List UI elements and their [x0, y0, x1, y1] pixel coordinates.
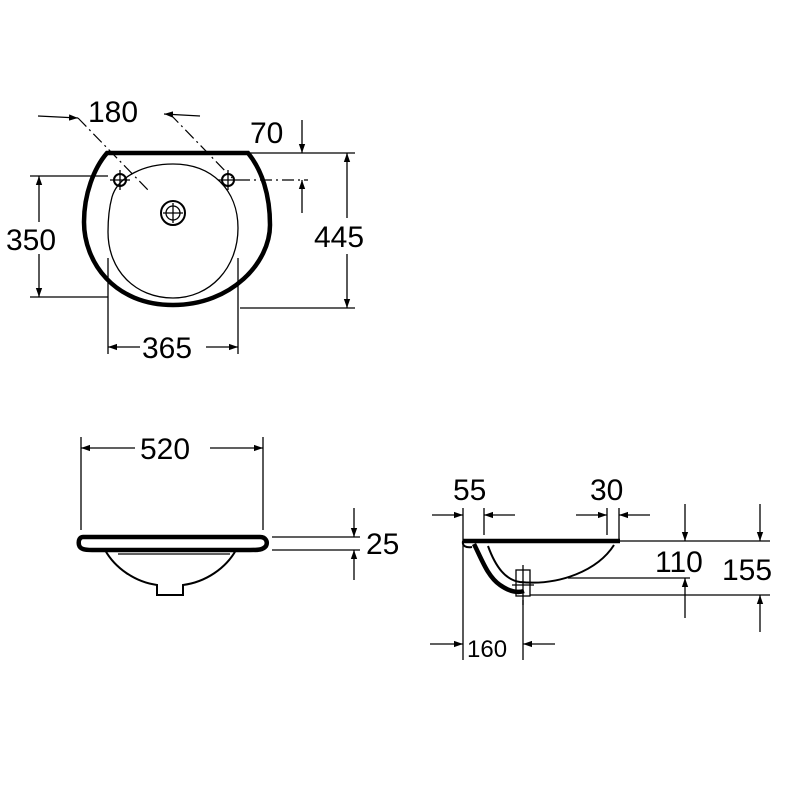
tap-hole-right — [218, 170, 238, 190]
bowl-inner-top — [107, 163, 239, 299]
basin-outline-top — [81, 150, 273, 308]
basin-rim-front — [76, 534, 269, 553]
centerline-left — [77, 117, 149, 191]
dim-bowl-height: 110 — [655, 546, 703, 579]
dim-overall-depth: 445 — [314, 221, 364, 254]
front-view: 520 25 — [76, 433, 399, 596]
dim-bowl-depth: 350 — [6, 224, 56, 257]
dim-tap-offset: 70 — [250, 117, 283, 150]
dim-tap-spacing: 180 — [88, 96, 138, 129]
dim-waste-offset: 160 — [467, 636, 507, 663]
side-view: 55 30 110 155 160 — [430, 474, 772, 663]
dim-rim-front: 30 — [590, 474, 623, 507]
tap-hole-left — [110, 170, 130, 190]
top-view: 180 70 350 445 365 — [6, 96, 364, 365]
dim-overall-width: 520 — [140, 433, 190, 466]
centerline-right — [169, 113, 233, 179]
basin-bowl-front — [104, 549, 237, 596]
dim-bowl-width: 365 — [142, 332, 192, 365]
dim-overall-height: 155 — [722, 554, 772, 587]
drain-top — [160, 200, 186, 226]
dim-rim-back: 55 — [453, 474, 486, 507]
dim-rim-thickness: 25 — [366, 528, 399, 561]
basin-bowl-side — [471, 542, 525, 595]
